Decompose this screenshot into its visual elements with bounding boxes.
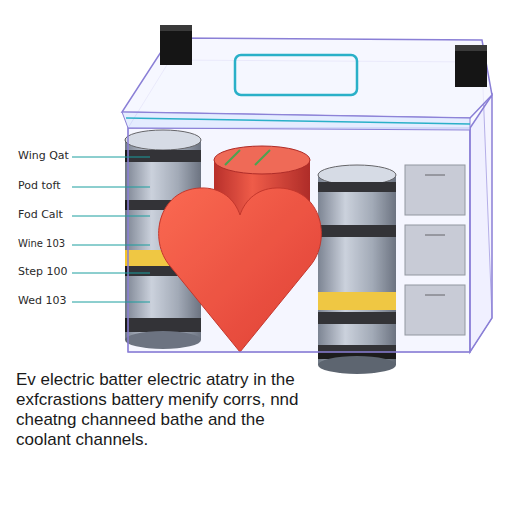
leader-lines: [72, 157, 150, 302]
part-label: Step 100: [18, 265, 68, 279]
part-label: Fod Calt: [18, 208, 63, 222]
part-label: Pod toft: [18, 179, 61, 193]
part-label: Wing Qat: [18, 149, 69, 163]
box-side: [470, 95, 492, 352]
terminals: [160, 25, 487, 87]
part-label: Wed 103: [18, 294, 66, 308]
part-label: Wine 103: [18, 237, 65, 251]
box-front: [128, 128, 470, 352]
caption-text: Ev electric batter electric atatry in th…: [16, 370, 306, 450]
